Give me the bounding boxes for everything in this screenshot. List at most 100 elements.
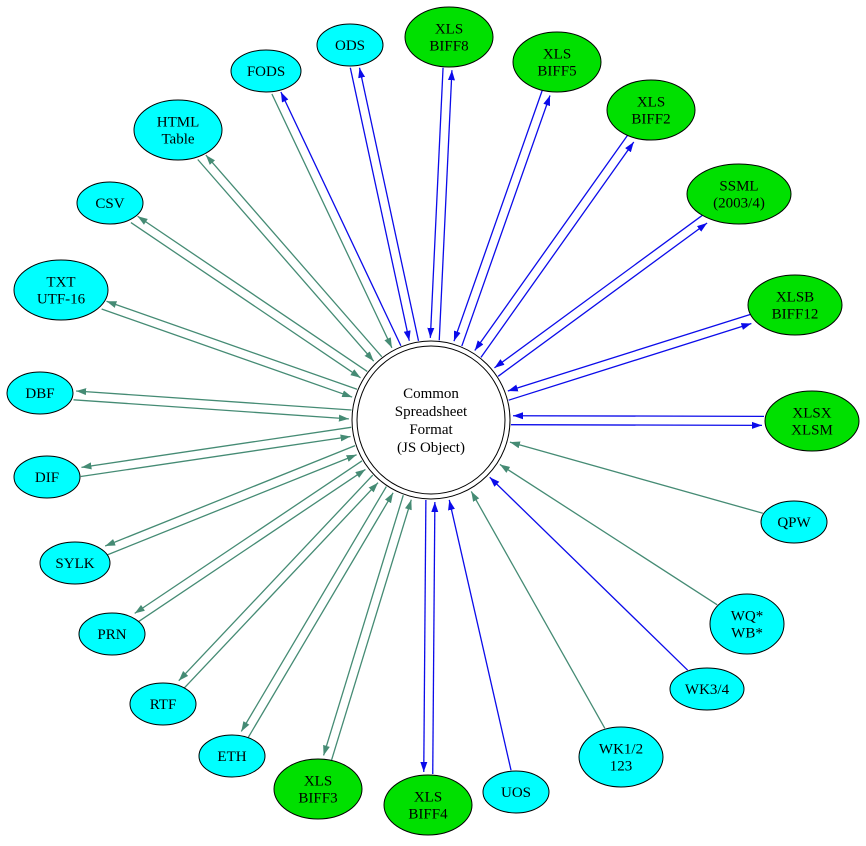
node-qpw: QPW [760,500,828,544]
node-label-sylk-0: SYLK [55,556,94,572]
node-shape-fods [230,49,302,93]
edge-in-qpw [509,441,764,514]
node-rtf: RTF [129,682,197,726]
edge-out-csv [137,215,368,373]
node-shape-sylk [39,541,111,585]
edge-in-xls-biff4 [431,502,439,775]
node-shape-ssml [686,163,792,225]
edge-out-ssml [497,222,708,377]
center-label-0: Common [403,386,459,402]
node-label-xls-biff3-1: BIFF3 [298,791,337,807]
node-label-xlsx-xlsm-1: XLSM [791,423,833,439]
edge-out-rtf [178,474,374,682]
node-ods: ODS [316,23,384,67]
center-inner-circle [356,345,506,495]
node-prn: PRN [78,612,146,656]
edge-in-xls-biff2 [474,134,629,351]
edge-in-txt-utf16 [101,308,353,398]
node-shape-xlsb [747,274,843,336]
node-label-html-table-1: Table [161,132,194,148]
node-label-html-table-0: HTML [157,115,200,131]
node-wq-wb: WQ*WB* [709,593,785,655]
node-label-qpw-0: QPW [777,515,811,531]
node-shape-eth [198,734,266,778]
node-label-xls-biff2-0: XLS [637,95,665,111]
edge-in-wk12-123 [470,491,606,729]
node-dbf: DBF [6,371,74,415]
node-label-ods-0: ODS [335,38,365,54]
edge-out-fods [280,91,402,347]
node-label-xls-biff5-0: XLS [543,47,571,63]
edge-in-wq-wb [499,463,718,606]
node-ssml: SSML(2003/4) [686,163,792,225]
node-uos: UOS [482,770,550,814]
node-label-xls-biff5-1: BIFF5 [537,64,576,80]
edge-in-xls-biff3 [330,499,412,761]
edge-in-prn [137,468,366,623]
edge-out-dbf [76,388,352,411]
node-label-eth-0: ETH [217,749,246,765]
node-shape-html-table [133,99,223,161]
edge-out-html-table [205,154,383,358]
node-label-txt-utf16-1: UTF-16 [37,292,86,308]
edge-in-html-table [197,159,375,362]
node-dif: DIF [13,455,81,499]
edge-in-rtf [183,482,379,689]
edge-in-xls-biff5 [453,90,543,342]
node-shape-qpw [760,500,828,544]
node-csv: CSV [76,181,144,225]
edge-in-xls-biff8 [427,67,444,338]
node-eth: ETH [198,734,266,778]
node-label-dif-0: DIF [35,470,59,486]
node-shape-ods [316,23,384,67]
node-shape-xlsx-xlsm [764,390,860,452]
node-sylk: SYLK [39,541,111,585]
edge-in-sylk [106,454,357,556]
node-label-rtf-0: RTF [150,697,177,713]
edge-out-xls-biff8 [438,70,455,341]
node-label-wq-wb-0: WQ* [731,609,764,625]
node-fods: FODS [230,49,302,93]
node-label-dbf-0: DBF [25,386,54,402]
edge-in-eth [247,492,394,739]
node-label-xls-biff8-1: BIFF8 [429,39,468,55]
edge-out-txt-utf16 [106,300,358,390]
edge-out-dif [81,426,352,470]
edge-out-eth [240,486,387,732]
node-shape-wk12-123 [578,726,664,788]
node-wk34: WK3/4 [669,667,745,711]
node-shape-prn [78,612,146,656]
node-label-ssml-0: SSML [719,179,758,195]
node-label-xls-biff4-0: XLS [414,790,442,806]
node-label-wk12-123-0: WK1/2 [599,742,643,758]
node-shape-dbf [6,371,74,415]
node-label-txt-utf16-0: TXT [46,275,75,291]
edge-in-ssml [494,214,704,369]
edge-out-prn [134,460,363,614]
node-label-xls-biff8-0: XLS [435,22,463,38]
node-label-xls-biff3-0: XLS [304,774,332,790]
edge-out-xls-biff5 [461,95,551,347]
edge-out-xls-biff2 [480,141,635,358]
node-label-ssml-1: (2003/4) [713,196,765,212]
edge-out-xls-biff3 [322,494,404,756]
node-label-wq-wb-1: WB* [731,626,763,642]
node-label-csv-0: CSV [95,196,124,212]
node-shape-csv [76,181,144,225]
edge-in-wk34 [489,476,689,671]
node-label-fods-0: FODS [247,64,285,80]
node-label-wk34-0: WK3/4 [685,682,730,698]
edge-in-dif [80,434,351,478]
edge-in-csv [130,222,361,379]
node-label-xls-biff4-1: BIFF4 [408,807,448,823]
